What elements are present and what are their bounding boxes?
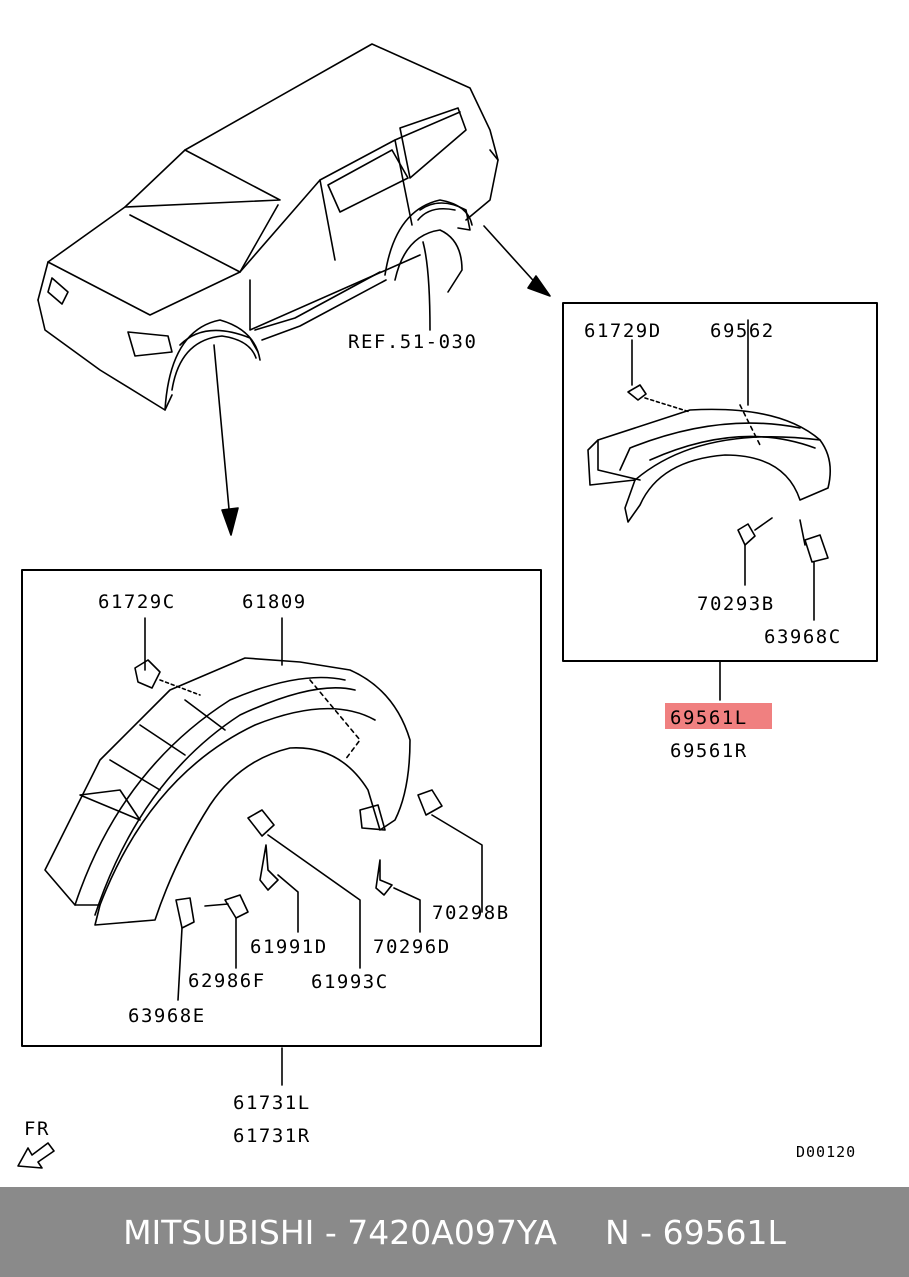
- part-label-70296d[interactable]: 70296D: [373, 936, 451, 958]
- assembly-label-61731l[interactable]: 61731L: [233, 1092, 311, 1114]
- part-label-62986f[interactable]: 62986F: [188, 970, 266, 992]
- part-label-61991d[interactable]: 61991D: [250, 936, 328, 958]
- fr-arrow-icon: [17, 1142, 55, 1169]
- part-label-61993c[interactable]: 61993C: [311, 971, 389, 993]
- fr-label: FR: [24, 1118, 50, 1140]
- leader-lines: [213, 225, 721, 1086]
- footer-bar: MITSUBISHI - 7420A097YA N - 69561L: [0, 1187, 909, 1277]
- front-fender-box: [21, 569, 542, 1047]
- footer-part-code: N - 69561L: [605, 1212, 786, 1252]
- part-label-63968e[interactable]: 63968E: [128, 1005, 206, 1027]
- footer-part-number: MITSUBISHI - 7420A097YA: [123, 1212, 557, 1252]
- part-label-63968c[interactable]: 63968C: [764, 626, 842, 648]
- part-label-69562[interactable]: 69562: [710, 320, 775, 342]
- front-fender-illustration: [44, 617, 483, 1001]
- vehicle-illustration: [37, 43, 499, 411]
- drawing-code: D00120: [796, 1143, 856, 1161]
- part-label-70298b[interactable]: 70298B: [432, 902, 510, 924]
- rear-fender-illustration: [587, 319, 831, 621]
- highlight-69561l: [665, 703, 772, 729]
- rear-fender-box: [562, 302, 878, 662]
- part-label-61729d[interactable]: 61729D: [584, 320, 662, 342]
- part-label-70293b[interactable]: 70293B: [697, 593, 775, 615]
- part-label-61729c[interactable]: 61729C: [98, 591, 176, 613]
- assembly-label-61731r[interactable]: 61731R: [233, 1125, 311, 1147]
- parts-diagram: REF.51-030 61729D 69562 70293B 63968C 69…: [17, 43, 878, 1169]
- part-label-61809[interactable]: 61809: [242, 591, 307, 613]
- assembly-label-69561r[interactable]: 69561R: [670, 740, 748, 762]
- assembly-label-69561l[interactable]: 69561L: [670, 707, 748, 729]
- ref-label: REF.51-030: [348, 331, 477, 353]
